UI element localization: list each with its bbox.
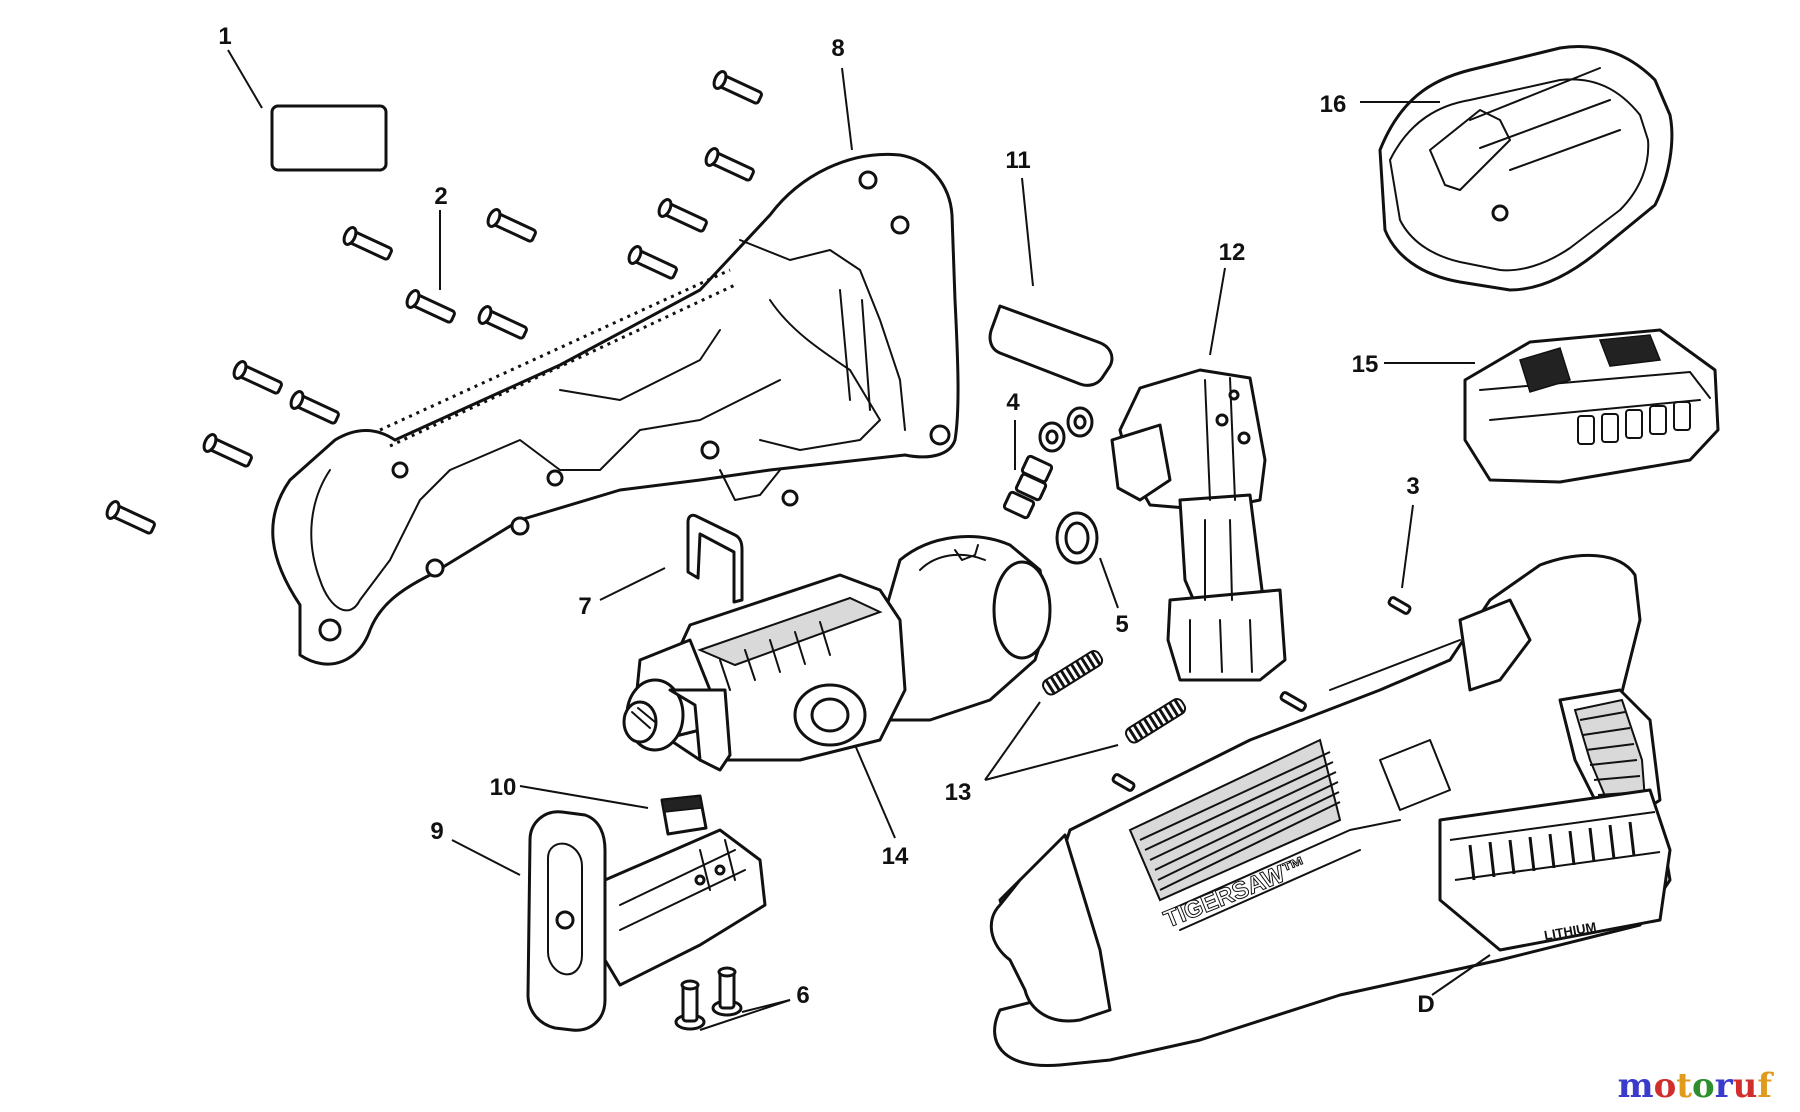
- part-number-11: 11: [1005, 147, 1030, 174]
- part-number-8: 8: [831, 35, 844, 62]
- part-2-screws: 2: [105, 70, 763, 535]
- part-4-bushings: 4: [1002, 389, 1094, 520]
- watermark-letter: o: [1653, 1066, 1677, 1106]
- part-5-ring: 5: [1055, 511, 1129, 638]
- part-letter-D: D: [1417, 991, 1434, 1018]
- part-number-3: 3: [1406, 473, 1419, 500]
- part-15-battery: 15: [1352, 328, 1720, 484]
- part-number-6: 6: [796, 982, 809, 1009]
- part-11-pad: 11: [988, 147, 1114, 387]
- part-6-screws: 6: [674, 966, 810, 1031]
- part-number-1: 1: [218, 23, 231, 50]
- part-number-2: 2: [434, 183, 447, 210]
- site-watermark: motoruf: [1618, 1066, 1772, 1106]
- watermark-letter: f: [1757, 1066, 1772, 1106]
- part-8-housing-half: 8: [271, 35, 960, 666]
- part-3-pin: 3: [1387, 473, 1420, 615]
- part-number-13: 13: [945, 779, 972, 806]
- watermark-letter: t: [1676, 1066, 1693, 1106]
- part-12-switch: 12: [1110, 239, 1287, 682]
- part-number-7: 7: [578, 593, 591, 620]
- part-16-charger: 16: [1320, 45, 1674, 292]
- part-number-16: 16: [1320, 91, 1347, 118]
- part-number-9: 9: [430, 818, 443, 845]
- watermark-letter: u: [1732, 1066, 1758, 1106]
- part-number-10: 10: [490, 774, 517, 801]
- part-number-4: 4: [1006, 389, 1020, 416]
- part-7-bracket: 7: [578, 513, 744, 620]
- part-number-5: 5: [1115, 611, 1128, 638]
- part-14-motor-gearbox: 14: [622, 535, 1052, 870]
- part-number-14: 14: [882, 843, 909, 870]
- part-13-springs: 13: [945, 650, 1187, 806]
- watermark-letter: m: [1617, 1066, 1654, 1106]
- part-D-assembled-tool: TIGERSAW™ LITHIUM D: [989, 553, 1672, 1068]
- part-9-shoe: 9: [430, 810, 767, 1032]
- part-number-12: 12: [1219, 239, 1246, 266]
- part-number-15: 15: [1352, 351, 1379, 378]
- part-10-block: 10: [490, 774, 708, 836]
- watermark-letter: o: [1692, 1066, 1715, 1106]
- watermark-letter: r: [1714, 1066, 1733, 1106]
- part-1-label-plate: 1: [218, 23, 388, 172]
